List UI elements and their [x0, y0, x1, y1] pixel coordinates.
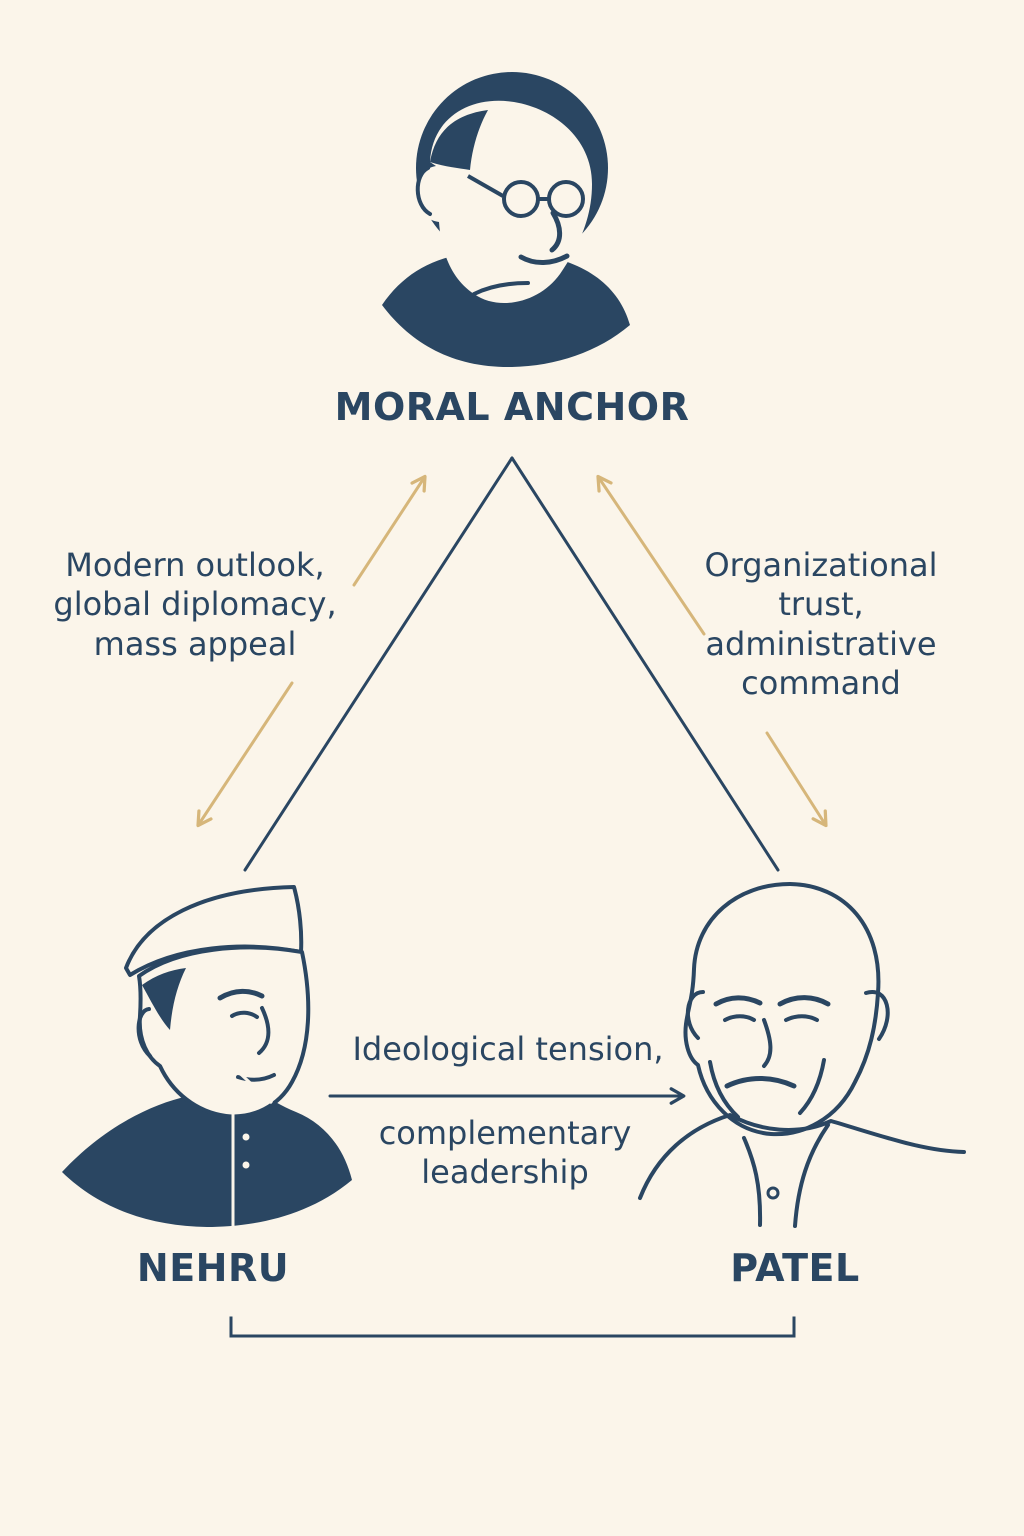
right-relation-arrow-upper: [596, 474, 706, 636]
top-portrait-glass-arm: [467, 174, 504, 198]
left-portrait-shoulders: [62, 1072, 352, 1227]
patel-label: PATEL: [730, 1246, 860, 1290]
left-portrait-icon: [62, 885, 352, 1227]
left-portrait-nose: [257, 1006, 271, 1055]
left-portrait-button-2: [242, 1161, 250, 1169]
right-portrait-brow-left: [713, 995, 763, 1007]
left-portrait-ear: [136, 1007, 152, 1058]
bottom-bracket: [229, 1316, 796, 1338]
triangle-right-edge: [510, 456, 780, 872]
top-portrait-jaw: [472, 281, 530, 296]
right-portrait-head: [683, 882, 881, 1137]
right-portrait-eye-left: [723, 1014, 756, 1022]
right-relation-arrow-lower: [765, 731, 828, 828]
bottom-relation-bottom-text: complementary leadership: [378, 1114, 632, 1192]
right-relation-text: Organizational trust, administrative com…: [704, 546, 938, 703]
left-portrait-face: [137, 945, 311, 1119]
left-portrait-brow: [217, 988, 265, 1001]
right-portrait-shoulders: [638, 1113, 966, 1228]
right-portrait-nose: [762, 1018, 773, 1068]
left-portrait-button-1: [242, 1133, 250, 1141]
left-portrait-collar: [192, 1065, 274, 1227]
right-portrait-ear-right: [864, 989, 890, 1041]
left-relation-arrow-upper: [352, 474, 427, 587]
left-portrait-mouth: [236, 1073, 276, 1082]
top-portrait-ear: [415, 166, 432, 216]
right-portrait-eye-right: [784, 1014, 819, 1022]
right-portrait-brow-right: [777, 995, 831, 1007]
right-portrait-button: [766, 1186, 780, 1200]
top-portrait-icon: [382, 72, 630, 368]
moral-anchor-label: MORAL ANCHOR: [334, 385, 690, 429]
triangle-left-edge: [243, 456, 514, 872]
top-portrait-nose: [549, 210, 563, 253]
nehru-label: NEHRU: [136, 1246, 290, 1290]
left-portrait-eye: [230, 1010, 259, 1019]
right-portrait-icon: [638, 882, 966, 1228]
right-portrait-jaw-lines: [708, 1058, 826, 1119]
left-portrait-hair: [142, 968, 186, 1030]
top-portrait-shoulders: [382, 251, 630, 368]
bottom-relation-top-text: Ideological tension,: [352, 1030, 664, 1068]
right-portrait-ear-left: [685, 990, 705, 1040]
top-portrait-hair-shadow: [430, 110, 488, 170]
left-relation-arrow-lower: [196, 681, 294, 828]
top-portrait-mouth: [518, 253, 570, 265]
left-relation-text: Modern outlook, global diplomacy, mass a…: [53, 546, 337, 663]
right-portrait-mouth: [724, 1076, 797, 1089]
